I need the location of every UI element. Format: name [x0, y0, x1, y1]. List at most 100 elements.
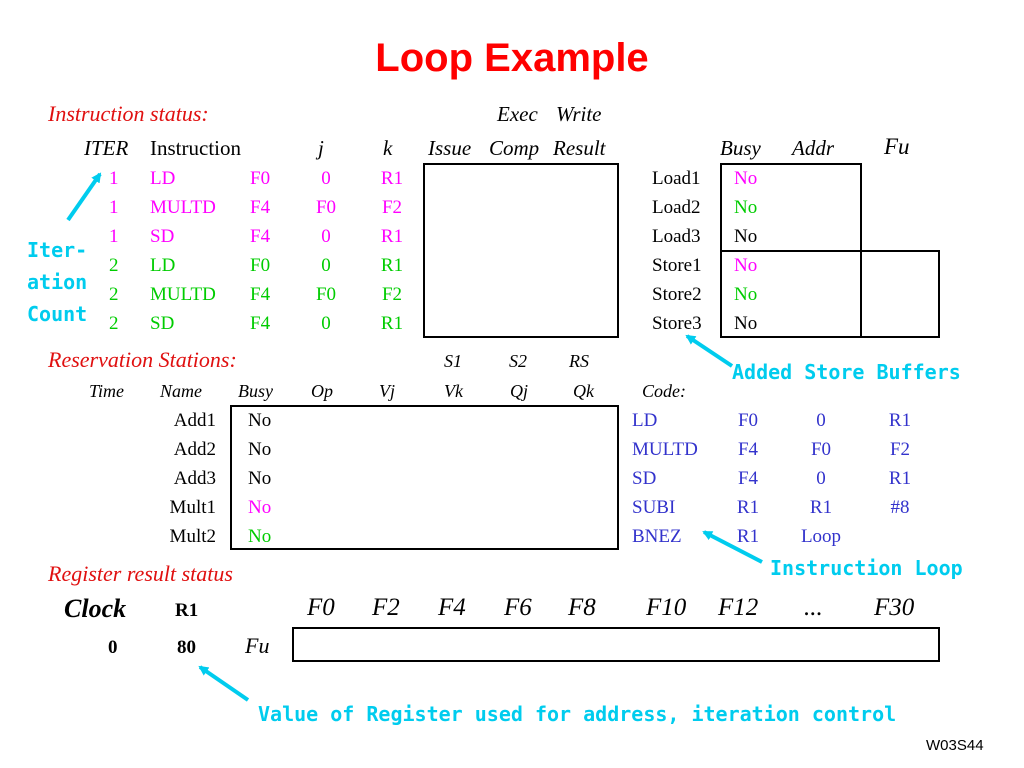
buffer-busy: No — [734, 284, 758, 305]
instr-op: LD — [150, 255, 176, 276]
register-header: F0 — [307, 594, 335, 621]
code-arg-a: R1 — [736, 497, 760, 518]
buffer-name: Load2 — [652, 197, 701, 218]
rs-header: RS — [569, 351, 589, 371]
page-title: Loop Example — [375, 36, 649, 80]
instr-k: R1 — [380, 168, 404, 189]
code-arg-b: Loop — [800, 526, 842, 547]
op-header: Op — [311, 381, 333, 401]
reservation-stations-box — [230, 405, 619, 550]
qj-header: Qj — [510, 381, 528, 401]
register-status-box — [292, 627, 940, 662]
r1-value: 80 — [177, 637, 196, 658]
register-value-arrow — [198, 665, 250, 702]
code-arg-c: R1 — [888, 410, 912, 431]
instruction-status-label: Instruction status: — [48, 101, 209, 126]
buffer-busy: No — [734, 255, 758, 276]
iter-header: ITER — [84, 136, 129, 160]
instr-j: 0 — [321, 168, 331, 189]
vj-header: Vj — [379, 381, 395, 401]
s1-header: S1 — [444, 351, 462, 371]
code-arg-a: F4 — [737, 439, 759, 460]
instr-iter: 1 — [109, 226, 119, 247]
rs-busy: No — [248, 497, 272, 518]
code-arg-b: R1 — [809, 497, 833, 518]
instr-op: MULTD — [150, 197, 216, 218]
instr-dest: F4 — [250, 313, 271, 334]
instr-iter: 2 — [109, 255, 119, 276]
code-arg-b: 0 — [816, 410, 826, 431]
clock-label: Clock — [64, 594, 127, 623]
addr-header: Addr — [792, 136, 834, 160]
register-value-annotation: Value of Register used for address, iter… — [258, 702, 897, 726]
code-op: SUBI — [632, 497, 676, 518]
qk-header: Qk — [573, 381, 594, 401]
instr-k: R1 — [380, 255, 404, 276]
buffer-busy: No — [734, 168, 758, 189]
iter-annotation-line2: ation — [27, 270, 88, 294]
register-header: F12 — [718, 594, 759, 621]
instr-iter: 1 — [109, 168, 119, 189]
rs-name: Add2 — [173, 439, 216, 460]
rs-name: Add1 — [173, 410, 216, 431]
rs-busy: No — [248, 526, 272, 547]
iter-annotation-line1: Iter- — [27, 238, 88, 262]
rs-busy-header: Busy — [238, 381, 273, 401]
issue-header: Issue — [428, 136, 472, 160]
instr-op: LD — [150, 168, 176, 189]
rs-busy: No — [248, 410, 272, 431]
iter-annotation-line3: Count — [27, 302, 88, 326]
instr-k: F2 — [381, 284, 403, 305]
instr-op: MULTD — [150, 284, 216, 305]
rs-name: Mult2 — [169, 526, 216, 547]
instruction-header: Instruction — [150, 136, 241, 160]
rs-busy: No — [248, 468, 272, 489]
buffer-name: Load1 — [652, 168, 701, 189]
instruction-loop-annotation: Instruction Loop — [770, 556, 963, 580]
instr-op: SD — [150, 313, 175, 334]
buffer-busy: No — [734, 226, 758, 247]
buffer-busy: No — [734, 313, 758, 334]
busy-header: Busy — [720, 136, 761, 160]
buffer-name: Store3 — [652, 313, 702, 334]
code-arg-a: F0 — [737, 410, 759, 431]
k-header: k — [383, 136, 393, 160]
store-buffers-arrow — [685, 334, 734, 368]
code-op: SD — [632, 468, 657, 489]
vk-header: Vk — [444, 381, 463, 401]
instr-dest: F4 — [250, 197, 271, 218]
code-op: BNEZ — [632, 526, 682, 547]
register-header: F6 — [504, 594, 532, 621]
instr-dest: F4 — [250, 226, 271, 247]
register-header: ... — [804, 594, 823, 621]
code-arg-a: F4 — [737, 468, 759, 489]
instr-k: R1 — [380, 226, 404, 247]
register-header: F10 — [646, 594, 687, 621]
result-header: Result — [553, 136, 606, 160]
instr-dest: F4 — [250, 284, 271, 305]
instr-k: F2 — [381, 197, 403, 218]
register-header: F8 — [568, 594, 596, 621]
code-arg-b: 0 — [816, 468, 826, 489]
write-header: Write — [556, 102, 602, 126]
rs-busy: No — [248, 439, 272, 460]
code-header: Code: — [642, 381, 686, 401]
instr-op: SD — [150, 226, 175, 247]
buffer-name: Store1 — [652, 255, 702, 276]
code-op: MULTD — [632, 439, 698, 460]
r1-label: R1 — [175, 600, 199, 621]
instr-j: 0 — [321, 313, 331, 334]
slide-footer-id: W03S44 — [926, 737, 984, 754]
instr-j: 0 — [321, 226, 331, 247]
instr-dest: F0 — [250, 255, 271, 276]
comp-header: Comp — [489, 136, 540, 160]
instr-j: 0 — [321, 255, 331, 276]
fu-header: Fu — [884, 134, 910, 159]
buffer-name: Load3 — [652, 226, 701, 247]
j-header: j — [318, 136, 324, 160]
code-arg-c: #8 — [890, 497, 910, 518]
instr-dest: F0 — [250, 168, 271, 189]
buffer-busy: No — [734, 197, 758, 218]
instr-iter: 1 — [109, 197, 119, 218]
